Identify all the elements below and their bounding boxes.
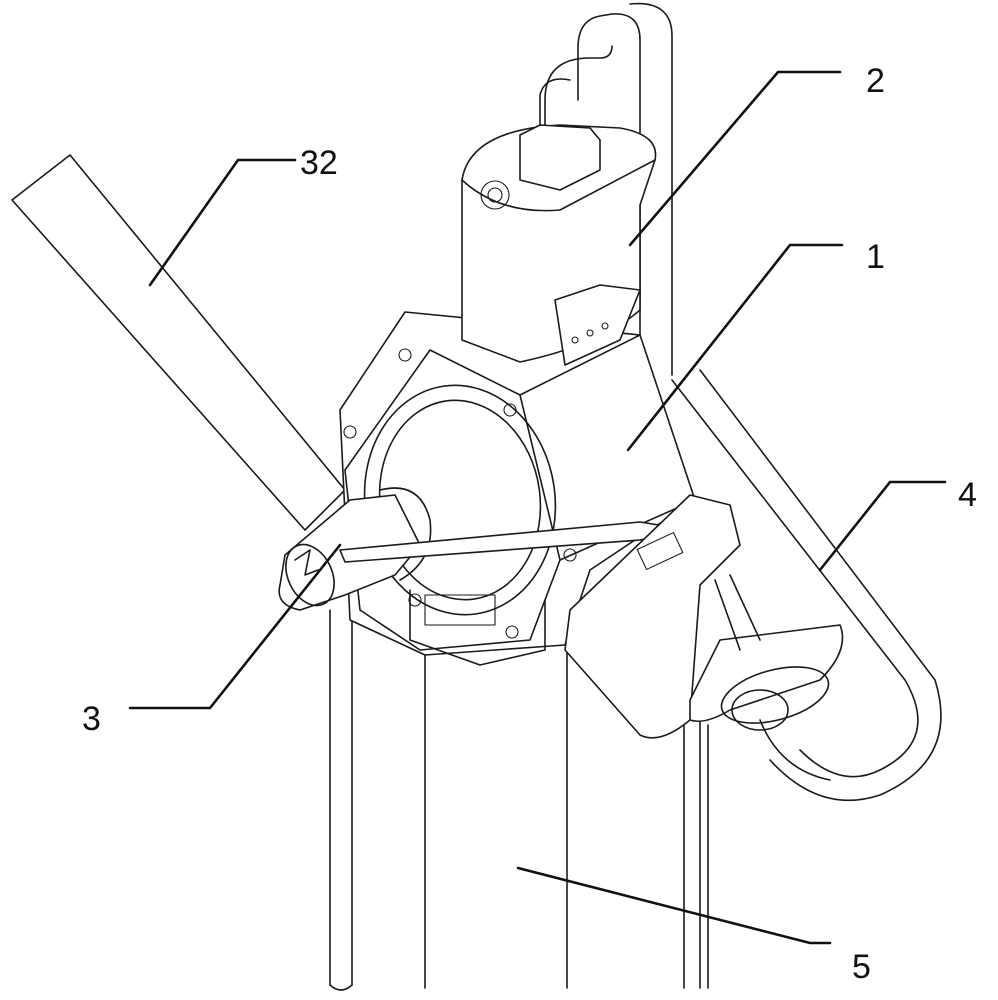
upper-unit — [461, 78, 657, 366]
leader-lines — [128, 70, 947, 945]
blade — [11, 154, 346, 531]
leader-32 — [148, 158, 297, 287]
mast-tubes — [329, 599, 709, 991]
lower-canister — [564, 494, 844, 739]
label-upper-unit: 2 — [866, 62, 885, 100]
leader-1 — [626, 243, 844, 452]
rear-pipe — [544, 2, 673, 376]
label-main-body: 1 — [866, 238, 885, 276]
main-body — [339, 311, 696, 666]
label-mast: 5 — [852, 948, 871, 986]
label-blade: 32 — [300, 144, 338, 182]
leader-5 — [516, 866, 832, 945]
reference-numerals: 32 2 1 4 3 5 — [82, 62, 977, 986]
label-nose: 3 — [82, 700, 101, 738]
label-side-pipe: 4 — [958, 476, 977, 514]
leader-2 — [628, 70, 842, 247]
leader-3 — [128, 543, 342, 710]
side-pipe — [671, 369, 942, 802]
leader-4 — [818, 480, 947, 572]
